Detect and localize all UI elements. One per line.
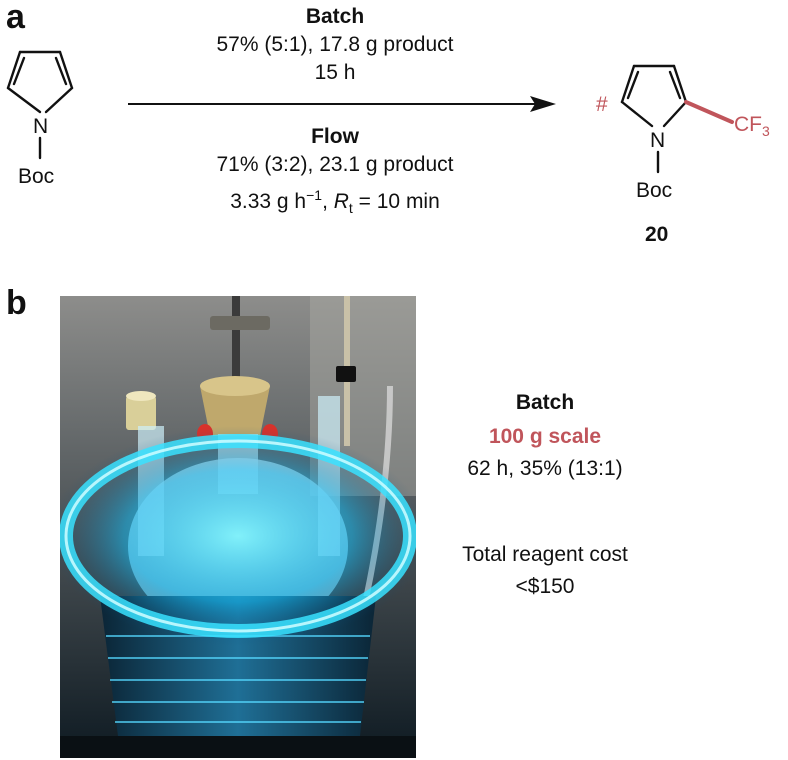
batch-title: Batch bbox=[305, 5, 365, 28]
panel-label-a: a bbox=[6, 0, 25, 36]
photoreactor-photo bbox=[60, 296, 416, 758]
panel-b-title: Batch bbox=[515, 391, 575, 414]
reaction-scheme bbox=[6, 50, 734, 174]
panel-label-b: b bbox=[6, 284, 27, 322]
flow-title: Flow bbox=[311, 125, 359, 148]
reactant-boc: Boc bbox=[18, 165, 55, 188]
residence-time-symbol: R bbox=[333, 190, 349, 213]
cf3-main: CF bbox=[734, 113, 762, 136]
panel-b-scale: 100 g scale bbox=[488, 425, 602, 448]
product-boc: Boc bbox=[636, 179, 673, 202]
cf3-bond bbox=[684, 100, 734, 124]
panel-b-details: 62 h, 35% (13:1) bbox=[467, 457, 623, 480]
reaction-arrow bbox=[128, 96, 556, 112]
batch-line1: 57% (5:1), 17.8 g product bbox=[216, 33, 454, 56]
flow-rate: 3.33 g h bbox=[230, 190, 307, 213]
product-hash-mark: # bbox=[596, 93, 608, 116]
residence-time-subscript: t bbox=[348, 200, 353, 217]
product-pyrrole-ring bbox=[620, 64, 688, 174]
panel-b-cost-label: Total reagent cost bbox=[462, 543, 628, 566]
reactant-pyrrole-ring bbox=[6, 50, 74, 160]
batch-line2: 15 h bbox=[314, 61, 356, 84]
flow-line1: 71% (3:2), 23.1 g product bbox=[216, 153, 454, 176]
product-cf3: CF3 bbox=[734, 114, 770, 138]
compound-number: 20 bbox=[645, 223, 669, 246]
cf3-subscript: 3 bbox=[762, 123, 770, 140]
reactant-nitrogen: N bbox=[33, 115, 49, 138]
residence-time-value: = 10 min bbox=[352, 190, 440, 213]
panel-b-cost-value: <$150 bbox=[515, 575, 575, 598]
flow-separator: , bbox=[322, 190, 334, 213]
flow-line2: 3.33 g h−1, Rt = 10 min bbox=[150, 182, 520, 221]
flow-rate-exponent: −1 bbox=[306, 187, 323, 203]
product-nitrogen: N bbox=[650, 129, 666, 152]
